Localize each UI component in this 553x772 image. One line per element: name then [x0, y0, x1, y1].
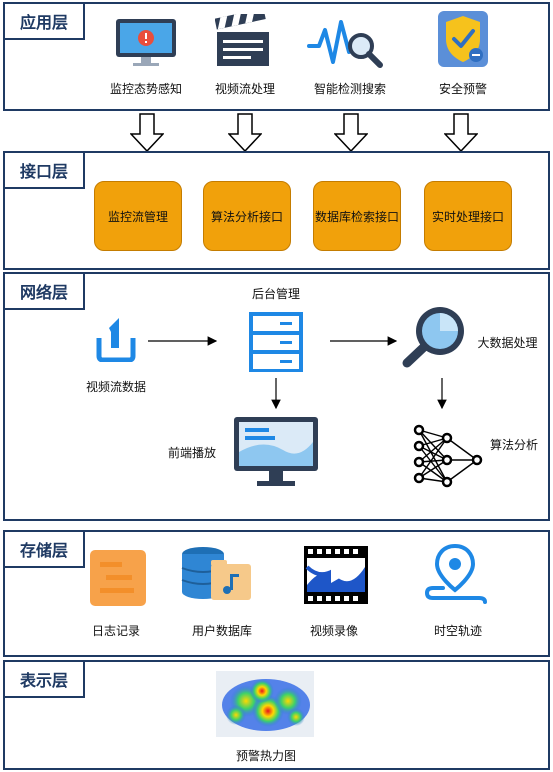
- app-item-monitoring: 监控态势感知: [109, 82, 182, 96]
- display-heatmap-label: 预警热力图: [235, 749, 296, 763]
- storage-video-label: 视频录像: [309, 624, 358, 638]
- algorithm-label: 算法分析: [489, 438, 538, 452]
- monitor-alert-icon: [116, 19, 176, 66]
- storage-user-db-label: 用户数据库: [191, 624, 252, 638]
- backend-label: 后台管理: [251, 287, 300, 301]
- database-icon: [181, 547, 251, 600]
- storage-trajectory-label: 时空轨迹: [433, 624, 482, 638]
- network-arrows: [148, 336, 447, 410]
- network-layer-tag: 网络层: [5, 274, 85, 310]
- frontend-label: 前端播放: [167, 446, 216, 460]
- film-icon: [304, 546, 368, 604]
- log-icon: [90, 550, 146, 606]
- server-icon: [249, 312, 303, 372]
- big-data-label: 大数据处理: [477, 336, 538, 350]
- clapperboard-icon: [215, 14, 269, 66]
- down-arrow-icon: [130, 113, 164, 153]
- interface-database: 数据库检索接口: [313, 181, 401, 251]
- video-stream-label: 视频流数据: [85, 380, 146, 394]
- interface-monitor-stream: 监控流管理: [94, 181, 182, 251]
- app-item-smart-detection: 智能检测搜索: [313, 82, 386, 96]
- neural-network-icon: [413, 424, 483, 488]
- storage-log-label: 日志记录: [91, 624, 140, 638]
- location-track-icon: [425, 544, 487, 604]
- app-item-video-processing: 视频流处理: [214, 82, 275, 96]
- wave-search-icon: [307, 20, 383, 68]
- display-layer-tag: 表示层: [5, 662, 85, 698]
- down-arrow-icon: [334, 113, 368, 153]
- shield-icon: [438, 11, 488, 67]
- interface-realtime: 实时处理接口: [424, 181, 512, 251]
- app-item-security-alert: 安全预警: [438, 82, 487, 96]
- magnifier-icon: [402, 307, 464, 368]
- interface-layer-tag: 接口层: [5, 153, 85, 189]
- heatmap-image: [216, 671, 314, 737]
- storage-layer-tag: 存储层: [5, 532, 85, 568]
- desktop-monitor-icon: [234, 417, 318, 486]
- down-arrow-icon: [228, 113, 262, 153]
- application-layer-tag: 应用层: [5, 4, 85, 40]
- down-arrow-icon: [444, 113, 478, 153]
- interface-algorithm: 算法分析接口: [203, 181, 291, 251]
- upload-icon: [96, 318, 136, 362]
